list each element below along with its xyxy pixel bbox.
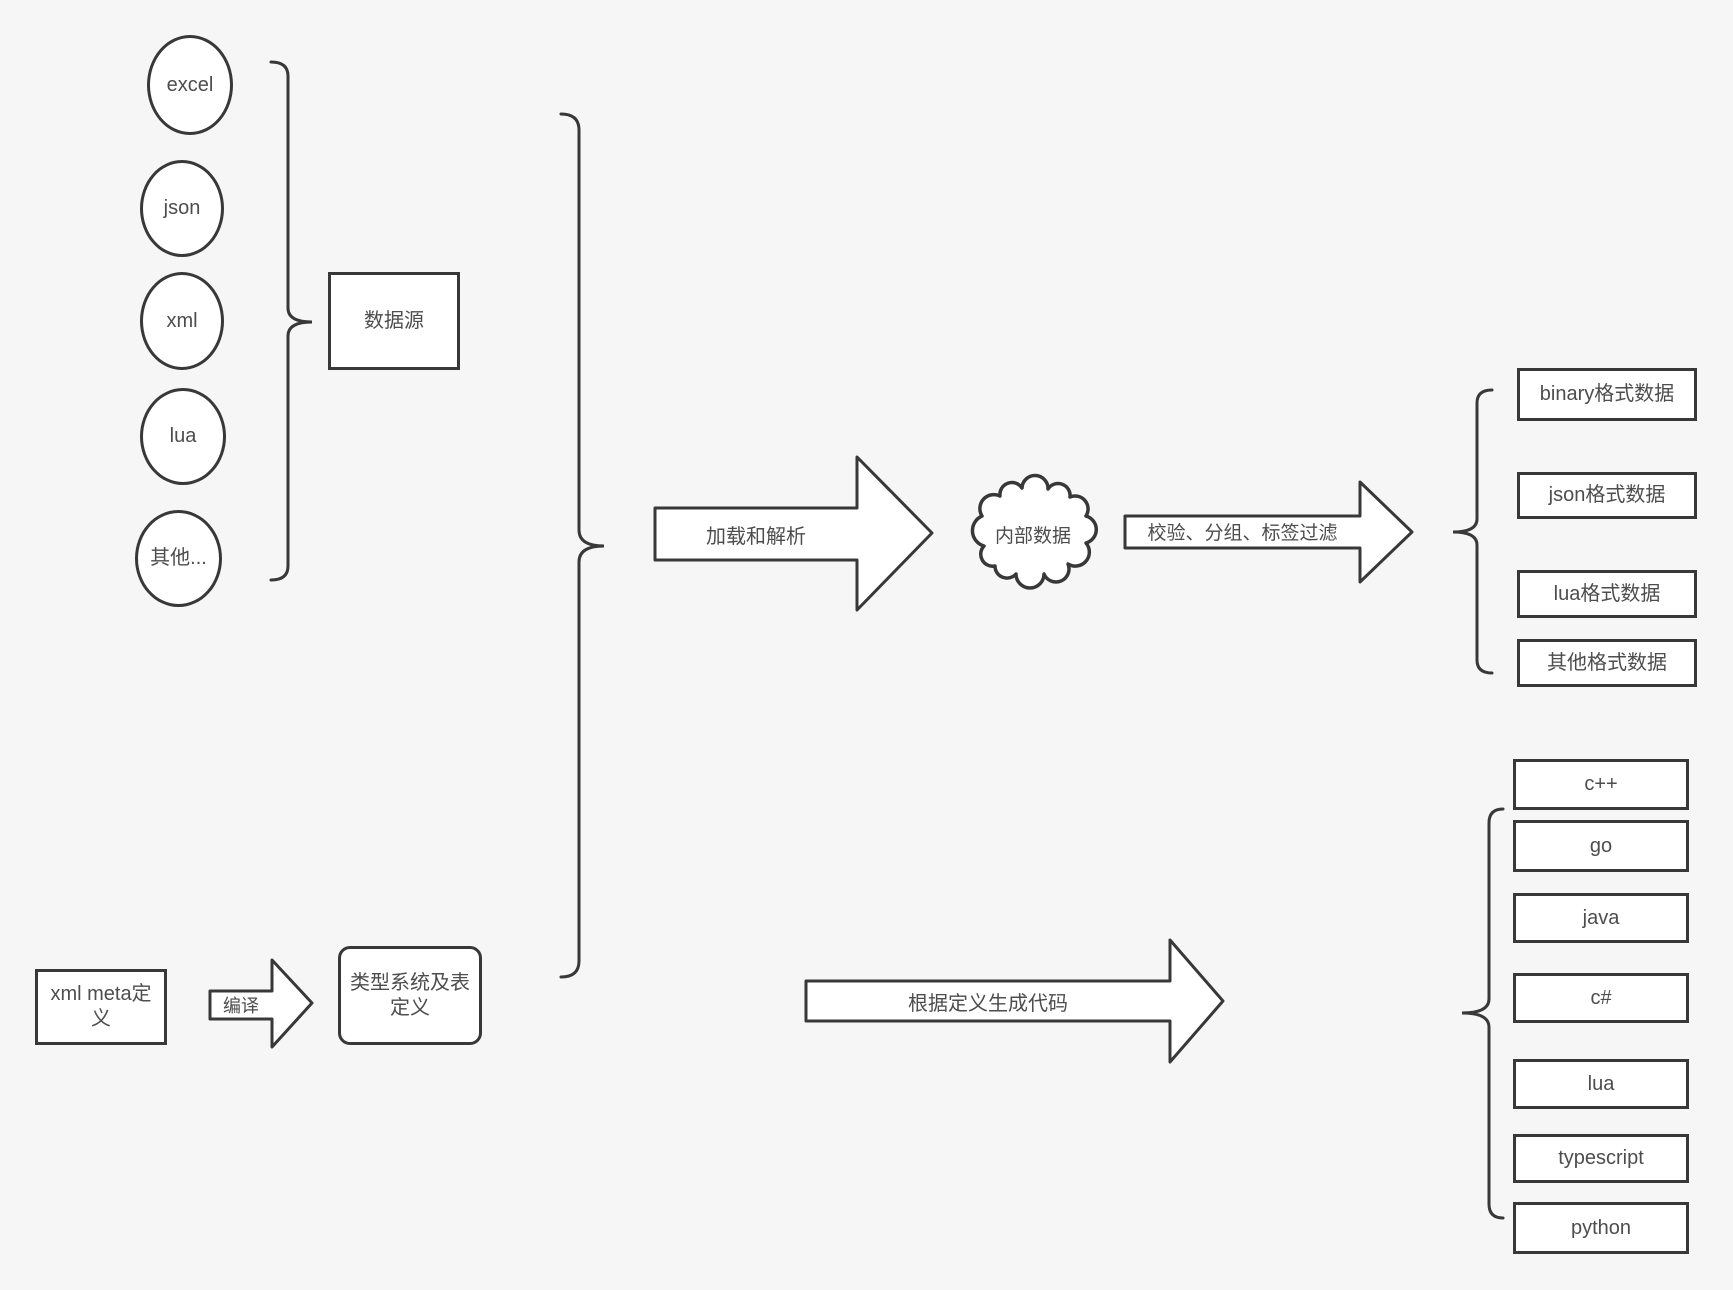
language-box-csharp: c# (1513, 973, 1689, 1023)
load-parse-arrow (653, 455, 934, 612)
language-box-java: java (1513, 893, 1689, 943)
internal-data-cloud (970, 473, 1099, 590)
source-node-other: 其他... (135, 510, 222, 607)
languages-brace (1461, 807, 1505, 1220)
type-system-box: 类型系统及表定义 (338, 946, 482, 1045)
language-box-lua: lua (1513, 1059, 1689, 1109)
source-node-excel: excel (147, 35, 233, 135)
source-node-json: json (140, 160, 224, 257)
format-box-other: 其他格式数据 (1517, 639, 1697, 687)
language-box-cpp: c++ (1513, 759, 1689, 810)
format-box-binary: binary格式数据 (1517, 368, 1697, 421)
language-box-typescript: typescript (1513, 1134, 1689, 1183)
output-formats-brace (1452, 388, 1494, 675)
source-node-xml: xml (140, 272, 224, 370)
data-source-box: 数据源 (328, 272, 460, 370)
language-box-go: go (1513, 820, 1689, 872)
xml-meta-box: xml meta定义 (35, 969, 167, 1045)
language-box-python: python (1513, 1202, 1689, 1254)
sources-group-brace (269, 60, 313, 582)
codegen-arrow (804, 938, 1225, 1064)
format-box-json: json格式数据 (1517, 472, 1697, 519)
source-node-lua: lua (140, 388, 226, 485)
filter-arrow (1123, 480, 1414, 584)
format-box-lua: lua格式数据 (1517, 570, 1697, 618)
all-inputs-brace (559, 112, 605, 979)
compile-arrow (208, 958, 314, 1049)
